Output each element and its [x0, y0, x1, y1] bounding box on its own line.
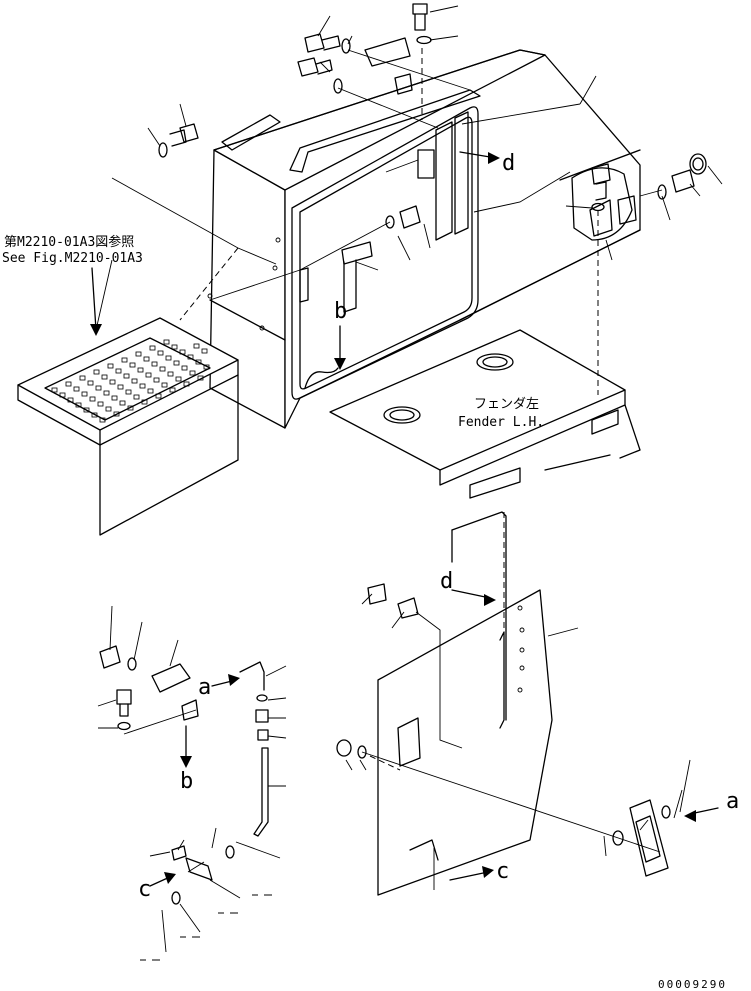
- mat-dot: [183, 381, 190, 387]
- mat-dot: [169, 387, 176, 393]
- marker-a-left: a: [198, 675, 211, 700]
- mat-dot: [81, 391, 88, 397]
- mat-dot: [107, 363, 114, 369]
- mat-dot: [197, 375, 204, 381]
- mat-dot: [125, 389, 132, 395]
- mat-dot: [167, 371, 174, 377]
- mat-dot: [123, 373, 130, 379]
- mat-dot: [75, 402, 82, 408]
- mat-dot: [157, 350, 164, 356]
- mat-dot: [87, 380, 94, 386]
- fender-lh: [329, 329, 641, 499]
- mat-dot: [73, 386, 80, 392]
- mat-dot: [59, 392, 66, 398]
- mat-dot: [115, 368, 122, 374]
- mat-dot: [117, 384, 124, 390]
- mat-dot: [113, 411, 120, 417]
- floor-plate-assembly: [17, 317, 239, 536]
- mat-dot: [193, 343, 200, 349]
- mat-dot: [105, 406, 112, 412]
- mat-dot: [121, 357, 128, 363]
- mat-dot: [187, 354, 194, 360]
- dashed-guide-lines: [179, 48, 599, 771]
- mat-dot: [135, 351, 142, 357]
- mat-dot: [139, 383, 146, 389]
- mat-dot: [67, 397, 74, 403]
- mat-dot: [147, 388, 154, 394]
- mat-dot: [133, 394, 140, 400]
- marker-d-top: d: [502, 151, 515, 176]
- mat-dot: [83, 407, 90, 413]
- mat-dot: [141, 399, 148, 405]
- mat-dot: [97, 401, 104, 407]
- mat-dot: [79, 375, 86, 381]
- mat-dot: [129, 362, 136, 368]
- mat-dot: [195, 359, 202, 365]
- floor-mat-pattern: [51, 339, 210, 423]
- mat-dot: [173, 360, 180, 366]
- leader-lines: [95, 5, 723, 953]
- mat-dot: [175, 376, 182, 382]
- see-figure-label-jp: 第M2210-01A3図参照: [4, 234, 134, 250]
- fender-label-jp: フェンダ左: [474, 397, 539, 412]
- marker-d-middle: d: [440, 569, 453, 594]
- mat-dot: [203, 364, 210, 370]
- mat-dot: [99, 417, 106, 423]
- mat-dot: [103, 390, 110, 396]
- mat-dot: [159, 366, 166, 372]
- mat-dot: [165, 355, 172, 361]
- mat-dot: [149, 345, 156, 351]
- marker-c-left: c: [138, 877, 151, 902]
- mat-dot: [93, 369, 100, 375]
- mat-dot: [131, 378, 138, 384]
- mat-dot: [51, 387, 58, 393]
- mat-dot: [119, 400, 126, 406]
- mat-dot: [111, 395, 118, 401]
- mat-dot: [155, 393, 162, 399]
- mat-dot: [143, 356, 150, 362]
- marker-c-bottom: c: [496, 859, 509, 884]
- marker-a-right: a: [726, 789, 739, 814]
- mat-dot: [145, 372, 152, 378]
- mat-dot: [153, 377, 160, 383]
- mat-dot: [181, 365, 188, 371]
- see-figure-label-en: See Fig.M2210-01A3: [2, 251, 143, 266]
- mat-dot: [201, 348, 208, 354]
- mat-dot: [189, 370, 196, 376]
- marker-b-bottom: b: [180, 769, 193, 794]
- mat-dot: [137, 367, 144, 373]
- mat-dot: [151, 361, 158, 367]
- mat-dot: [89, 396, 96, 402]
- fender-label-en: Fender L.H.: [458, 415, 544, 430]
- mat-dot: [171, 344, 178, 350]
- marker-letters: d b a b c d c a: [138, 151, 739, 902]
- mat-dot: [95, 385, 102, 391]
- callout-ticks: [140, 894, 272, 961]
- mat-dot: [91, 412, 98, 418]
- marker-b-top: b: [334, 299, 347, 324]
- mat-dot: [127, 405, 134, 411]
- mat-dot: [101, 374, 108, 380]
- mat-dot: [109, 379, 116, 385]
- drawing-code: 00009290: [658, 978, 727, 991]
- mat-dot: [179, 349, 186, 355]
- mat-dot: [163, 339, 170, 345]
- direction-arrows: [90, 151, 719, 887]
- mat-dot: [65, 381, 72, 387]
- reference-labels: 第M2210-01A3図参照 See Fig.M2210-01A3 フェンダ左 …: [2, 234, 544, 430]
- mat-dot: [161, 382, 168, 388]
- door-panel: [377, 511, 669, 896]
